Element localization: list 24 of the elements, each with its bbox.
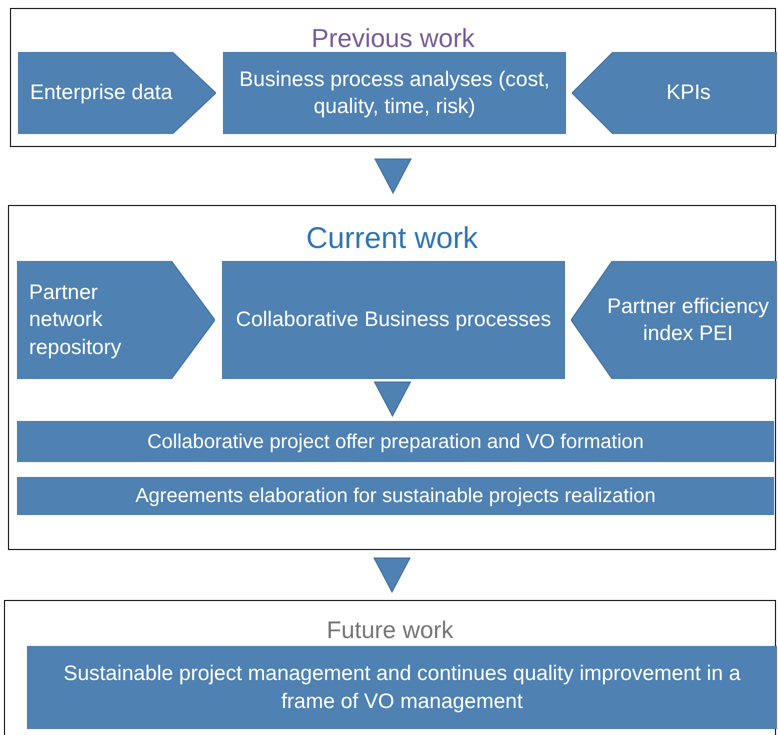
- arrow-shape-box: [571, 261, 777, 379]
- box-label: Partner efficiency index PEI: [607, 294, 769, 347]
- box-label: Agreements elaboration for sustainable projects realization: [135, 484, 656, 509]
- arrow-shape-box: [17, 261, 215, 379]
- box-label: Collaborative Business processes: [236, 307, 552, 334]
- process-box: [27, 646, 777, 729]
- section-frame: [4, 600, 776, 735]
- process-box: [222, 261, 565, 379]
- process-box: [223, 52, 566, 134]
- box-label: KPIs: [666, 80, 711, 106]
- process-bar: [17, 421, 774, 462]
- section-heading: Previous work: [310, 25, 476, 51]
- section-heading: Future work: [326, 619, 454, 643]
- box-label: Business process analyses (cost, quality, time, risk): [238, 66, 551, 120]
- box-label: Partner network repository: [29, 280, 122, 361]
- process-bar: [17, 477, 774, 515]
- box-label: Collaborative project offer preparation and VO formation: [147, 430, 644, 454]
- arrow-shape-box: [572, 52, 777, 134]
- arrow-shape-box: [18, 52, 216, 134]
- box-label: Sustainable project management and continues quality improvement in a frame of VO management: [62, 661, 742, 714]
- section-heading: Current work: [305, 224, 479, 254]
- section-frame: [10, 8, 776, 147]
- section-frame: [8, 205, 776, 550]
- box-label: Enterprise data: [30, 80, 172, 106]
